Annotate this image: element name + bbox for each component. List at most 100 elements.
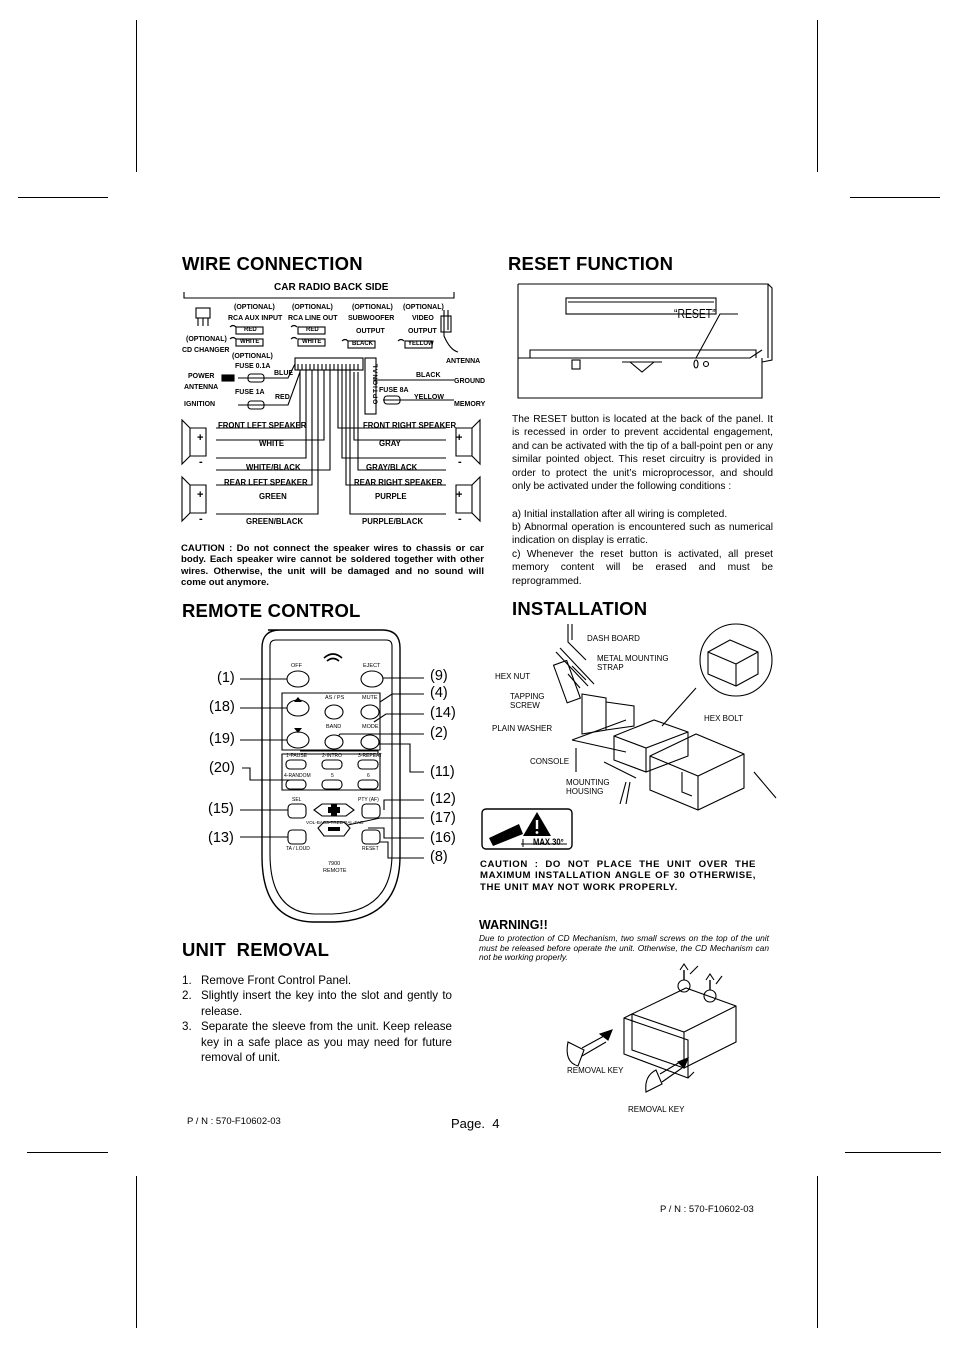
callout-20: (20) [209,760,235,776]
key-asps-label: AS / PS [325,695,345,701]
video-label: VIDEO [412,315,434,322]
rear-left-green: GREEN [259,492,287,501]
rca-aux-white: WHITE [240,339,260,345]
plain-washer-label: PLAIN WASHER [492,724,553,733]
speaker-minus-rr: - [458,513,462,525]
video-yellow: YELLOW [408,341,434,347]
callout-12: (12) [430,791,456,807]
max-angle-badge: MAX 30° [481,808,573,850]
max-angle-drawing [481,808,573,850]
step-number: 3. [182,1020,192,1034]
cd-changer-optional: (OPTIONAL) [186,336,227,343]
reset-condition-b: b) Abnormal operation is encountered suc… [512,522,773,547]
warning-text: Due to protection of CD Mechanism, two s… [479,933,769,963]
black-ground-label: BLACK [416,372,441,379]
power-antenna-label: ANTENNA [184,384,219,391]
rca-aux-label: RCA AUX INPUT [228,315,283,322]
key-1-label: 1-PAUSE [286,753,308,759]
front-right-gray: GRAY [379,439,401,448]
key-vol-label: VOL-BASS-TREB-BAL-FAD [306,820,364,825]
yellow-label: YELLOW [414,394,444,401]
ignition-label: IGNITION [184,401,216,408]
step-number: 1. [182,974,192,987]
reset-diagram: “RESET” [510,280,776,400]
crop-mark [136,20,137,172]
installation-caution: CAUTION : DO NOT PLACE THE UNIT OVER THE… [480,859,756,893]
crop-mark [817,1176,818,1328]
remote-model-label: 7900 [328,861,341,867]
video-optional: (OPTIONAL) [403,304,444,311]
fuse-01a-label: FUSE 0.1A [235,363,271,370]
reset-function-heading: RESET FUNCTION [508,253,674,274]
front-right-label: FRONT RIGHT SPEAKER [363,421,457,430]
video-output: OUTPUT [408,328,437,335]
key-mode-label: MODE [362,724,379,730]
hex-bolt-label: HEX BOLT [704,714,743,723]
key-eject-label: EJECT [363,663,381,669]
crop-mark [817,20,818,172]
callout-16: (16) [430,830,456,846]
key-4-label: 4-RANDOM [284,773,311,779]
callout-13: (13) [208,830,234,846]
max-angle-label: MAX 30° [533,837,564,847]
step-text: Remove Front Control Panel. [201,974,352,987]
removal-drawing [566,963,737,1093]
fuse-8a-label: FUSE 8A [379,387,409,394]
speaker-minus-rl: - [199,513,203,525]
key-5-label: 5 [331,773,334,779]
callout-11: (11) [430,764,455,780]
removal-diagram: REMOVAL KEY REMOVAL KEY [560,963,770,1114]
crop-mark [136,1176,137,1328]
key-ta-label: TA / LOUD [286,846,310,852]
wire-caution: CAUTION : Do not connect the speaker wir… [181,543,484,589]
rear-right-label: REAR RIGHT SPEAKER [354,478,443,487]
step-number: 2. [182,989,192,1003]
remote-name-label: REMOTE [323,868,347,874]
rca-line-red: RED [306,327,319,333]
remote-figure: OFF EJECT AS / PS MUTE BAND MODE 1-PAUSE… [200,628,465,928]
key-band-label: BAND [326,724,342,730]
callout-8: (8) [430,849,448,865]
rca-aux-optional: (OPTIONAL) [234,304,275,311]
step-text: Slightly insert the key into the slot an… [201,989,452,1018]
reset-condition-c: c) Whenever the reset button is activate… [512,549,773,587]
key-sel-label: SEL [292,797,302,803]
removal-key-label-2: REMOVAL KEY [628,1105,685,1114]
callout-19: (19) [209,731,235,747]
warning-title: WARNING!! [479,918,548,932]
reset-label: “RESET” [674,306,716,321]
installation-drawing [552,623,777,811]
callout-15: (15) [208,801,234,817]
crop-mark [845,1152,941,1153]
rear-right-purple: PURPLE [375,492,407,501]
speaker-plus-fl: + [197,432,204,444]
optional-vertical-label: OPTIONAL [372,362,380,405]
speaker-plus-rr: + [456,489,463,501]
subwoofer-optional: (OPTIONAL) [352,304,393,311]
hex-nut-label: HEX NUT [495,672,531,681]
fuse-01a-optional: (OPTIONAL) [232,353,273,360]
rca-line-optional: (OPTIONAL) [292,304,333,311]
wire-diagram-drawing [181,292,481,523]
metal-strap-label: METAL MOUNTING STRAP [597,654,669,672]
rca-line-white: WHITE [302,339,322,345]
remote-control-heading: REMOTE CONTROL [182,600,361,621]
dash-board-label: DASH BOARD [587,634,640,643]
key-2-label: 2-INTRO [322,753,342,759]
speaker-minus-fr: - [458,456,462,468]
unit-removal-steps: 1. Remove Front Control Panel. 2. Slightly… [182,973,452,1065]
removal-key-label-1: REMOVAL KEY [567,1066,624,1075]
tapping-screw-label: TAPPING SCREW [510,692,545,710]
speaker-plus-fr: + [456,432,463,444]
callout-9: (9) [430,668,448,684]
subwoofer-black: BLACK [352,341,373,347]
step-text: Separate the sleeve from the unit. Keep … [201,1020,452,1065]
wire-diagram: CAR RADIO BACK SIDE (OPTIONAL) RCA AUX I… [178,280,490,542]
list-item: 2. Slightly insert the key into the slot … [182,988,452,1019]
rca-line-label: RCA LINE OUT [288,315,338,322]
speaker-plus-rl: + [197,489,204,501]
list-item: 1. Remove Front Control Panel. [182,973,452,988]
front-right-grayblack: GRAY/BLACK [366,463,418,472]
callout-14: (14) [430,705,456,721]
front-left-white: WHITE [259,439,285,448]
